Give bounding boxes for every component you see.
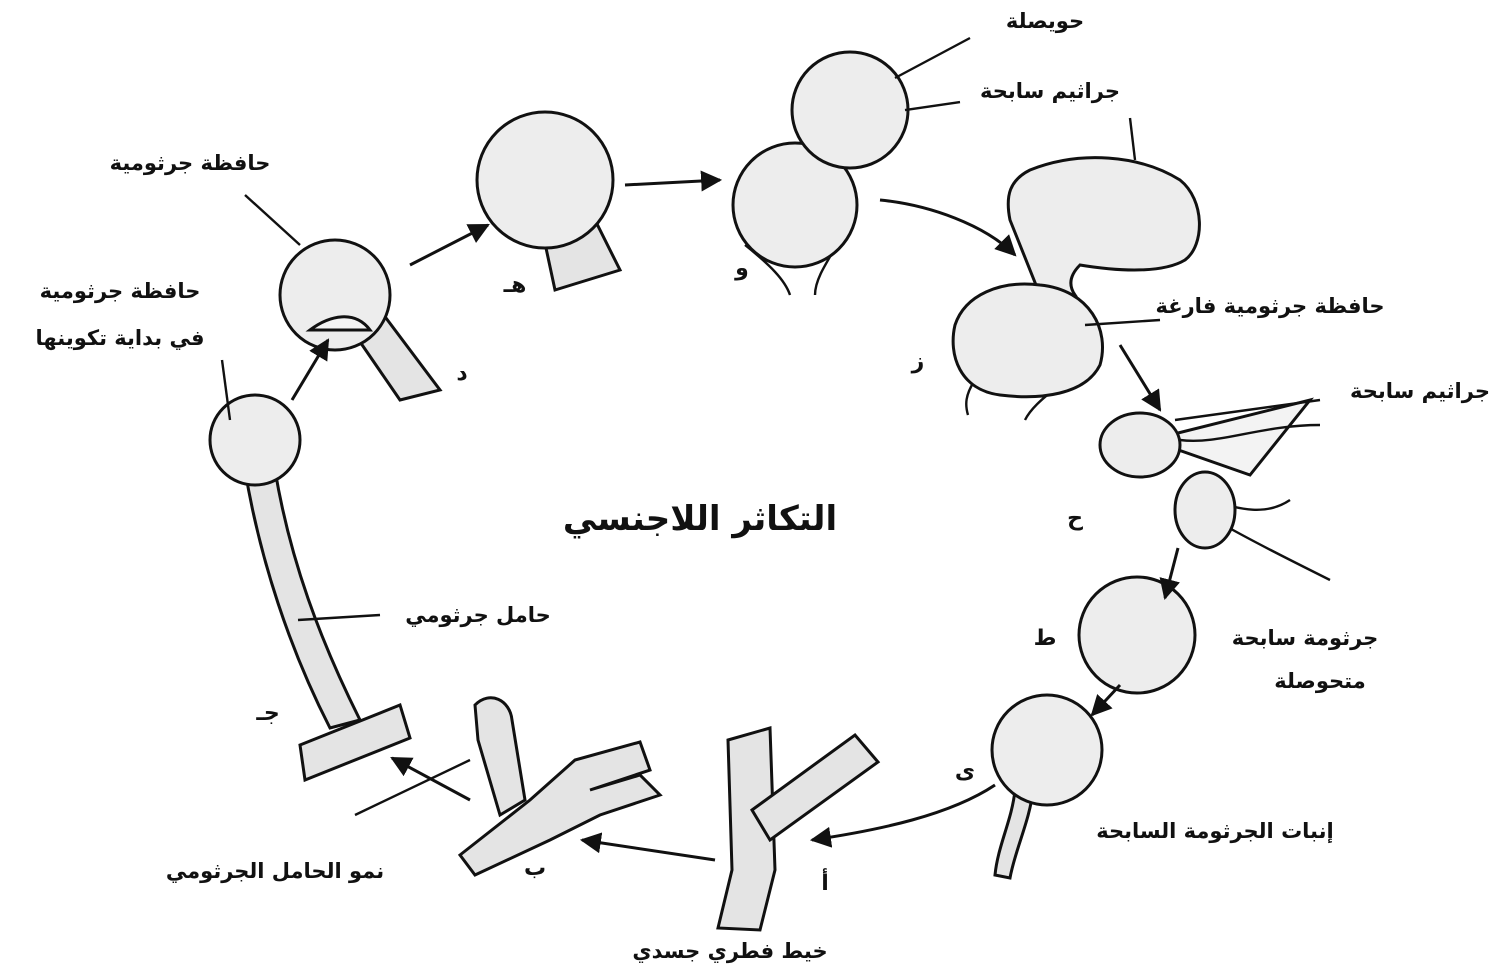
stage-y-germinating-zoospore [992,695,1102,878]
stage-z-empty-sporangium [953,158,1199,420]
label-young-sporangium-1: حافظة جرثومية [40,279,201,303]
stage-hh-zoospores [1100,400,1330,580]
label-zoospores-right: جراثيم سابحة [1350,379,1490,403]
stage-j-sporangiophore [210,395,410,780]
label-vesicle: حويصلة [1006,9,1084,33]
letter-j: جـ [255,701,279,726]
label-hypha: خيط فطري جسدي [632,939,827,964]
letter-y: ى [955,759,975,784]
letter-w: و [734,256,749,281]
stage-w-vesicle [733,52,908,295]
letter-t: ط [1034,626,1057,651]
letter-h: هـ [503,273,527,298]
stage-h-sporangium [477,112,620,290]
label-sporangiophore-growth: نمو الحامل الجرثومي [166,859,384,883]
label-sporangium: حافظة جرثومية [110,151,271,175]
label-zoospores-top: جراثيم سابحة [980,79,1120,103]
stage-d-sporangium [280,240,440,400]
label-encysted-1: جرثومة سابحة [1232,626,1379,650]
letter-b: ب [524,856,546,881]
letter-a: أ [821,867,829,896]
label-empty-sporangium: حافظة جرثومية فارغة [1156,294,1385,318]
label-sporangiophore: حامل جرثومي [405,603,551,627]
label-encysted-2: متحوصلة [1274,669,1365,693]
letter-z: ز [911,349,925,374]
letter-hh: ح [1067,506,1083,531]
diagram-title: التكاثر اللاجنسي [563,499,837,539]
letter-d: د [456,361,467,386]
label-young-sporangium-2: في بداية تكوينها [36,326,205,350]
stage-a-hypha [718,728,878,930]
stage-t-encysted-zoospore [1079,577,1195,693]
label-germination: إنبات الجرثومة السابحة [1096,819,1333,843]
